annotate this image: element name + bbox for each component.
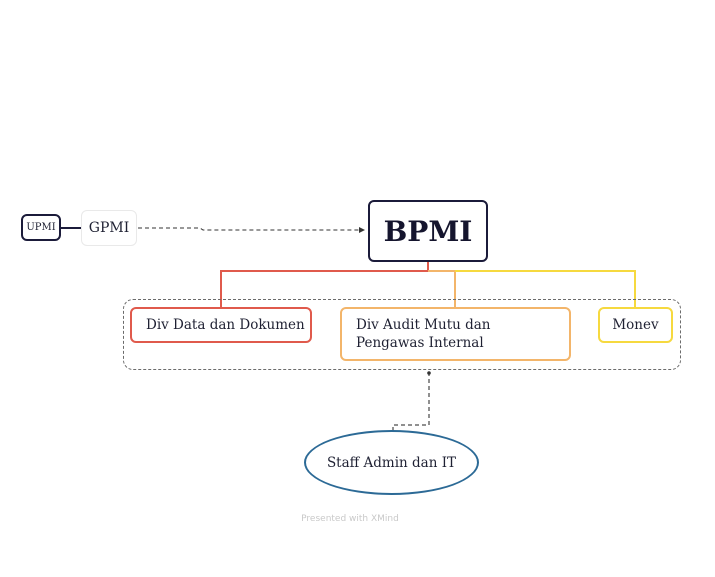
node-gpmi-label: GPMI <box>88 220 130 236</box>
node-upmi-label: UPMI <box>26 222 56 233</box>
node-div-data-dokumen-label: Div Data dan Dokumen <box>146 317 305 333</box>
node-div-data-dokumen[interactable]: Div Data dan Dokumen <box>130 307 312 343</box>
node-staff-admin-it[interactable]: Staff Admin dan IT <box>304 430 479 495</box>
node-monev-label: Monev <box>612 317 659 333</box>
bpmi-monev-connector <box>455 270 636 307</box>
node-gpmi[interactable]: GPMI <box>81 210 137 246</box>
node-staff-admin-it-label: Staff Admin dan IT <box>326 454 457 471</box>
bpmi-div-data-connector <box>220 262 429 307</box>
group-connector-dot <box>427 371 431 375</box>
node-bpmi[interactable]: BPMI <box>368 200 488 262</box>
node-bpmi-label: BPMI <box>383 214 473 248</box>
group-staff-dashed-connector <box>392 372 430 431</box>
node-monev[interactable]: Monev <box>598 307 673 343</box>
gpmi-bpmi-dashed-arrow <box>138 227 365 233</box>
division-group-boundary[interactable] <box>123 299 681 370</box>
node-div-audit-mutu-label: Div Audit Mutu dan Pengawas Internal <box>356 317 491 351</box>
xmind-watermark: Presented with XMind <box>301 514 399 524</box>
node-upmi[interactable]: UPMI <box>21 214 61 241</box>
node-div-audit-mutu[interactable]: Div Audit Mutu dan Pengawas Internal <box>340 307 571 361</box>
